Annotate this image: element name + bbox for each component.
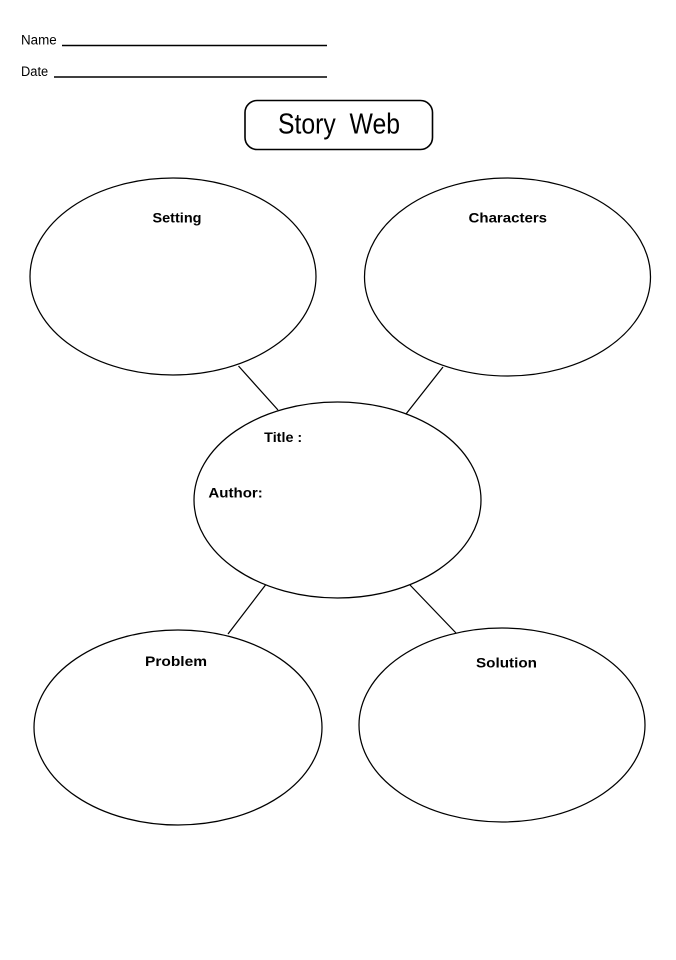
svg-text:Title :: Title : (264, 429, 302, 445)
svg-text:Characters: Characters (469, 210, 548, 226)
svg-text:Problem: Problem (145, 653, 207, 669)
svg-text:Story Web: Story Web (278, 109, 400, 141)
svg-text:Date: Date (21, 64, 48, 79)
svg-text:Name: Name (21, 33, 57, 48)
svg-text:Setting: Setting (153, 210, 202, 226)
svg-text:Author:: Author: (208, 485, 262, 501)
svg-text:Solution: Solution (476, 655, 537, 671)
